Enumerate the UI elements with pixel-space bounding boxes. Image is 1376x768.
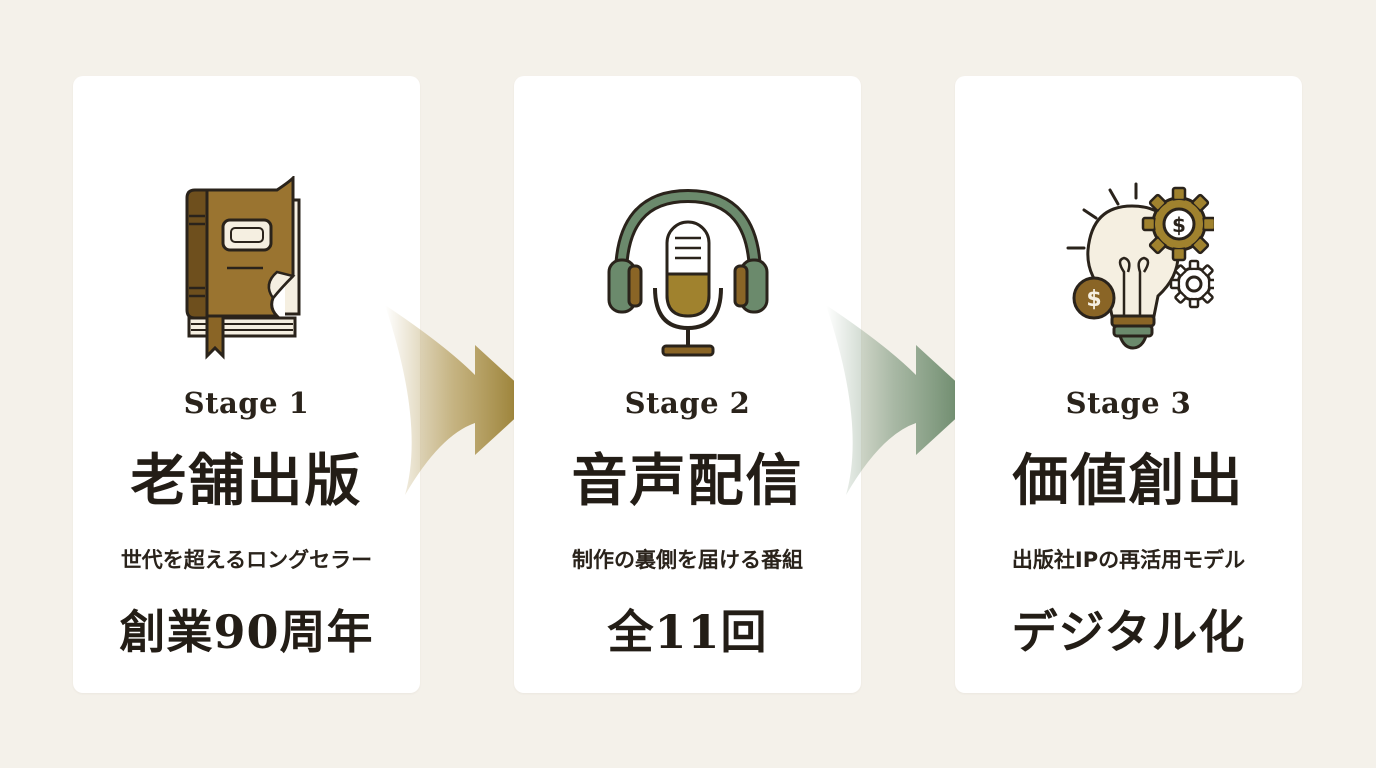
stage-highlight: デジタル化 — [1011, 605, 1246, 659]
arrow-right-icon — [826, 305, 976, 495]
stage-card-2: Stage 2 音声配信 制作の裏側を届ける番組 全11回 — [514, 76, 861, 693]
arrow-right-icon — [385, 305, 535, 495]
lightbulb-gears-icon: $ $ — [955, 176, 1302, 366]
stage-label: Stage 1 — [183, 386, 310, 420]
book-icon — [73, 176, 420, 366]
stage-highlight: 創業90周年 — [119, 605, 374, 659]
stage-highlight: 全11回 — [607, 605, 768, 659]
stage-card-1: Stage 1 老舗出版 世代を超えるロングセラー 創業90周年 — [73, 76, 420, 693]
stage-title: 老舗出版 — [130, 448, 363, 514]
stage-description: 制作の裏側を届ける番組 — [572, 548, 803, 572]
stage-card-3: $ $ — [955, 76, 1302, 693]
podcast-microphone-icon — [514, 176, 861, 366]
stage-label: Stage 2 — [624, 386, 751, 420]
svg-text:$: $ — [1172, 213, 1186, 237]
stage-title: 価値創出 — [1012, 448, 1245, 514]
stage-description: 世代を超えるロングセラー — [120, 548, 373, 572]
svg-text:$: $ — [1086, 287, 1101, 312]
stage-title: 音声配信 — [571, 448, 804, 514]
stage-description: 出版社IPの再活用モデル — [1011, 548, 1246, 572]
stage-label: Stage 3 — [1065, 386, 1192, 420]
